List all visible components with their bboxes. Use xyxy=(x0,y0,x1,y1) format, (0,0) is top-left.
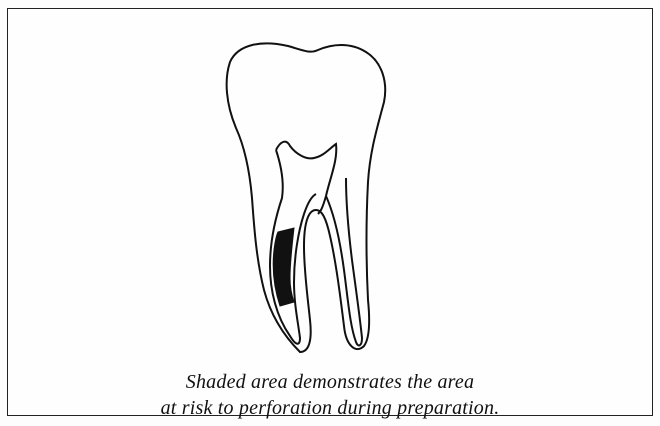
figure-caption-line-1: Shaded area demonstrates the area xyxy=(0,370,660,394)
pulp-chamber xyxy=(276,142,336,214)
figure-caption-line-2: at risk to perforation during preparatio… xyxy=(0,396,660,420)
tooth-outline xyxy=(227,43,386,352)
shaded-danger-zone xyxy=(273,228,294,306)
